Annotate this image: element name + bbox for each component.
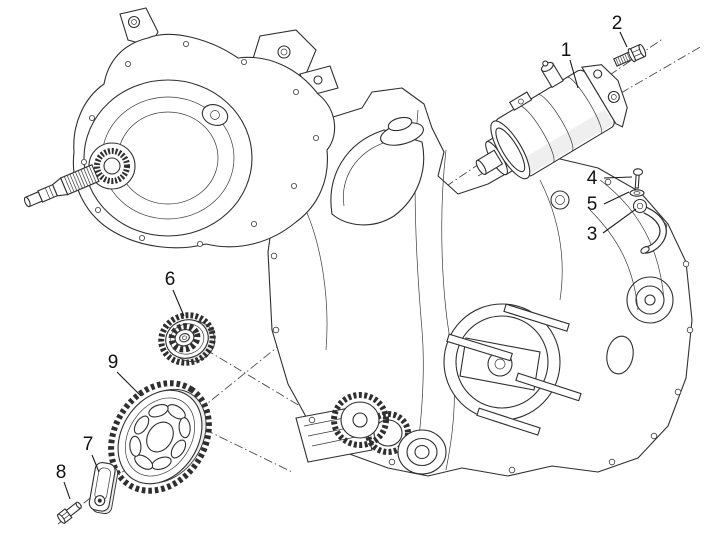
callouts: 1 2 3 4 5 6 7 8 xyxy=(56,13,637,500)
callout-number: 8 xyxy=(56,462,67,483)
callout-1[interactable]: 1 xyxy=(561,40,579,89)
callout-2[interactable]: 2 xyxy=(612,13,628,48)
crankcase-illustration xyxy=(267,87,694,477)
callout-leader-line xyxy=(116,371,142,397)
flange-bolt-part xyxy=(613,43,647,67)
callout-leader-line xyxy=(63,481,71,500)
callout-leader-line xyxy=(619,31,628,48)
callout-5[interactable]: 5 xyxy=(587,191,630,215)
pipe-screw-part xyxy=(632,168,644,189)
retainer-plate-part xyxy=(88,462,119,515)
callout-leader-line xyxy=(172,289,185,317)
ring-gear-part xyxy=(108,380,212,494)
callout-leader-line xyxy=(91,454,100,473)
transmission-assembly-illustration xyxy=(23,7,339,249)
starter-mount-tab xyxy=(508,91,533,111)
starter-flange xyxy=(581,64,628,128)
splined-output-shaft xyxy=(23,164,100,208)
retainer-screw-part xyxy=(57,501,82,524)
callout-6[interactable]: 6 xyxy=(165,269,185,317)
roller-cylinder xyxy=(397,429,447,475)
callout-number: 1 xyxy=(561,40,572,61)
callout-number: 2 xyxy=(612,13,623,34)
callout-4[interactable]: 4 xyxy=(587,168,633,189)
callout-number: 9 xyxy=(108,352,119,373)
idler-gear-part xyxy=(158,312,216,366)
callout-number: 3 xyxy=(587,224,598,245)
case-bolt-heads xyxy=(270,178,694,474)
starter-terminal xyxy=(540,60,564,89)
callout-leader-line xyxy=(602,208,637,234)
callout-7[interactable]: 7 xyxy=(83,434,100,473)
callout-leader-line xyxy=(603,176,633,179)
callout-number: 6 xyxy=(165,269,176,290)
cylinder-studs xyxy=(446,303,582,436)
curved-pipe-part xyxy=(632,198,667,254)
intake-duct xyxy=(330,129,425,226)
axis-line-idler-gear xyxy=(162,323,301,407)
oil-pump-sprockets xyxy=(331,392,411,455)
callout-number: 4 xyxy=(587,168,598,189)
gearbox-housing xyxy=(72,33,336,249)
callout-number: 5 xyxy=(587,194,598,215)
starter-motor-part xyxy=(475,60,628,180)
callout-9[interactable]: 9 xyxy=(108,352,142,397)
ring-gear-slots xyxy=(129,403,191,471)
axis-line-ring-gear-bolt xyxy=(57,339,287,525)
axis-line-flange xyxy=(477,45,703,177)
callout-8[interactable]: 8 xyxy=(56,462,71,500)
cover-bolt-heads xyxy=(81,41,319,247)
callout-number: 7 xyxy=(83,434,94,455)
callout-leader-line xyxy=(603,191,630,205)
callout-3[interactable]: 3 xyxy=(587,208,637,245)
callout-leader-line xyxy=(569,59,579,89)
washer-part xyxy=(629,189,645,197)
